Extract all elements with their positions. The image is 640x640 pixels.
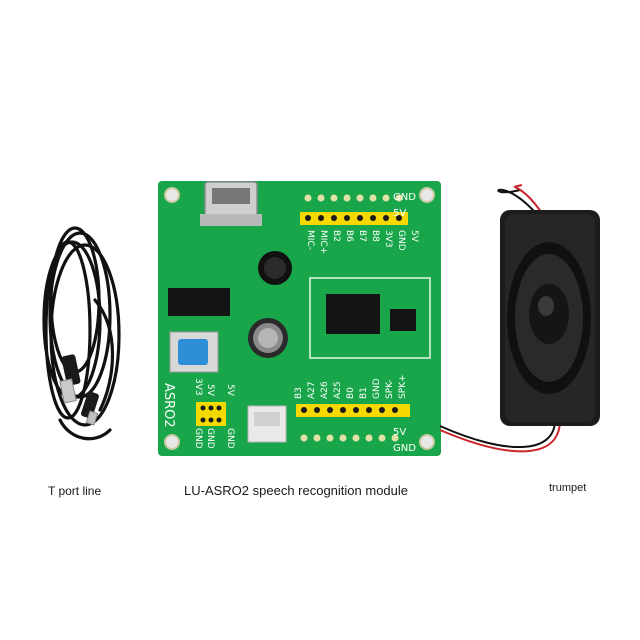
pcb-pin-label: A27 <box>307 381 317 399</box>
pcb-pin-label: B3 <box>294 387 304 399</box>
pcb-ground-label: GND <box>225 428 235 449</box>
pcb-pin-label: B6 <box>344 230 354 242</box>
module-caption: LU-ASRO2 speech recognition module <box>184 483 409 498</box>
pcb-label-top-gnd: GND <box>393 192 416 203</box>
pcb-pin-label: MIC+ <box>318 230 328 254</box>
pcb-power-label: 3V3 <box>193 378 203 396</box>
pcb-pin-label: B7 <box>357 230 367 242</box>
pcb-pin-label: MIC- <box>305 230 315 250</box>
usb-cable <box>42 226 121 441</box>
speaker <box>439 184 600 453</box>
pcb-power-label: 5V <box>205 384 215 397</box>
pcb-label-top-5v: 5V <box>393 208 406 219</box>
pcb-pin-label: SPK+ <box>398 374 408 399</box>
pcb-power-label: 5V <box>225 384 235 397</box>
pcb-pin-label: A25 <box>333 381 343 399</box>
pcb-pin-label: B2 <box>331 230 341 242</box>
pcb-pin-label: GND <box>372 378 382 399</box>
board-name-label: ASRO2 <box>161 383 176 428</box>
pcb-label-bottom-5v: 5V <box>393 427 406 438</box>
pcb-pin-label: SPK- <box>385 380 395 399</box>
speech-recognition-board: GND 5V 5V GND MIC- MIC+ B2 B6 B7 B8 3V3 … <box>158 181 441 456</box>
pcb-pin-label: B0 <box>346 387 356 399</box>
pcb-pin-label: A26 <box>320 381 330 399</box>
pcb-pin-label: GND <box>396 230 406 251</box>
pcb-label-bottom-gnd: GND <box>393 443 416 454</box>
pcb-ground-label: GND <box>205 428 215 449</box>
pcb-pin-label: 3V3 <box>383 230 393 248</box>
cable-caption: T port line <box>48 484 102 498</box>
pcb-pin-label: 5V <box>409 230 419 243</box>
pcb-ground-label: GND <box>193 428 203 449</box>
pcb-pin-label: B1 <box>359 387 369 399</box>
speaker-caption: trumpet <box>549 482 587 494</box>
pcb-pin-label: B8 <box>370 230 380 242</box>
